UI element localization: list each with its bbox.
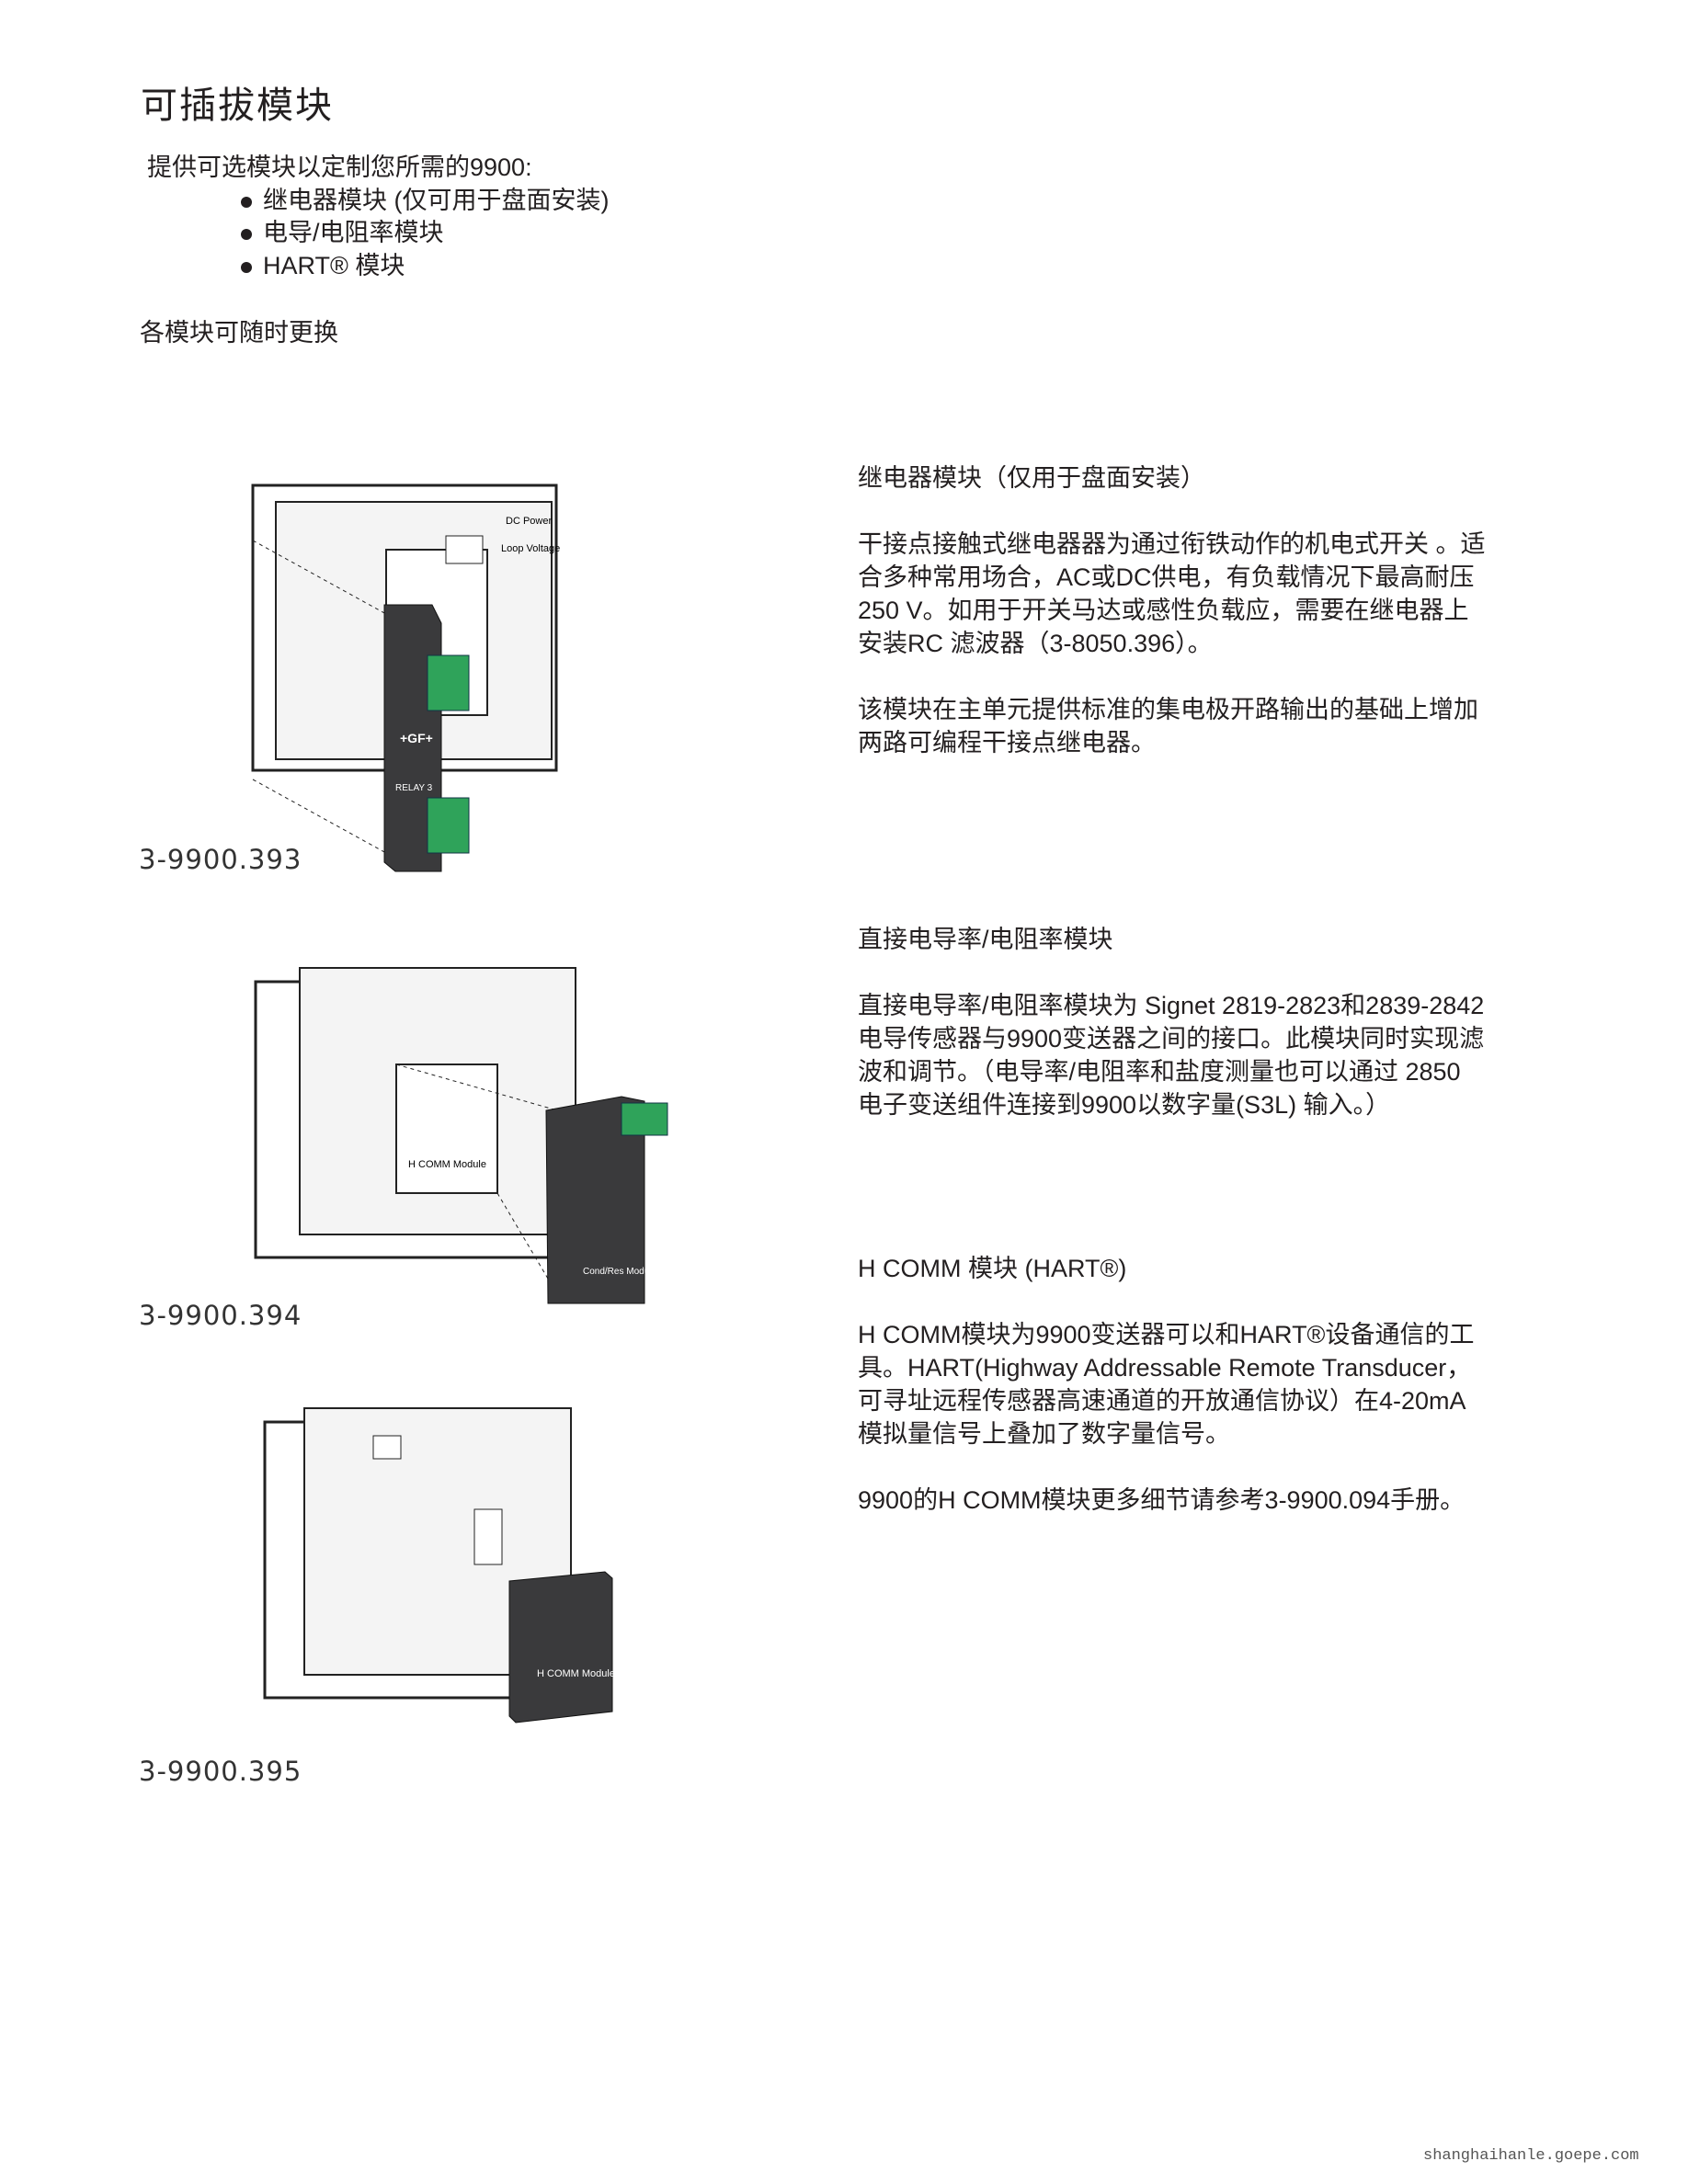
hcomm-module — [508, 1571, 613, 1723]
text-line: 模拟量信号上叠加了数字量信号。 — [858, 1420, 1230, 1448]
connector-green — [427, 797, 470, 854]
figure-caption: 3-9900.395 — [139, 1756, 302, 1787]
inner-module-label: H COMM Module — [408, 1159, 486, 1170]
cond-res-module — [545, 1096, 645, 1304]
section-heading: H COMM 模块 (HART®) — [858, 1255, 1127, 1282]
section-heading: 直接电导率/电阻率模块 — [858, 926, 1113, 953]
bullet-icon — [241, 196, 252, 208]
dashed-guides — [252, 540, 387, 854]
section-relay: 继电器模块（仅用于盘面安装） 干接点接触式继电器器为通过衔铁动作的机电式开关 。… — [858, 461, 1593, 759]
terminal-block — [473, 1508, 503, 1565]
module-bay — [395, 1064, 498, 1194]
paragraph: 干接点接触式继电器器为通过衔铁动作的机电式开关 。适 合多种常用场合，AC或DC… — [858, 528, 1593, 660]
text-line: 两路可编程干接点继电器。 — [858, 729, 1156, 756]
page-title: 可插拔模块 — [141, 85, 334, 126]
section-hcomm: H COMM 模块 (HART®) H COMM模块为9900变送器可以和HAR… — [858, 1252, 1593, 1517]
bullet-item: 继电器模块 (仅可用于盘面安装) — [241, 180, 609, 216]
cond-res-module-label: Cond/Res Module — [583, 1267, 656, 1277]
paragraph: H COMM模块为9900变送器可以和HART®设备通信的工 具。HART(Hi… — [858, 1318, 1593, 1450]
text-line: 干接点接触式继电器器为通过衔铁动作的机电式开关 。适 — [858, 530, 1486, 558]
gf-logo-label: +GF+ — [400, 731, 433, 745]
text-line: 波和调节。（电导率/电阻率和盐度测量也可以通过 2850 — [858, 1058, 1461, 1086]
connector-green — [427, 654, 470, 711]
bullet-item: 电导/电阻率模块 — [241, 212, 444, 248]
bullet-text: HART® 模块 — [263, 252, 405, 279]
text-line: 9900的H COMM模块更多细节请参考3-9900.094手册。 — [858, 1486, 1466, 1514]
connector-green — [621, 1102, 668, 1136]
text-line: 直接电导率/电阻率模块为 Signet 2819-2823和2839-2842 — [858, 992, 1485, 1019]
bullet-icon — [241, 261, 252, 273]
bullet-text: 电导/电阻率模块 — [263, 219, 444, 246]
watermark: shanghaihanle.goepe.com — [1423, 2147, 1639, 2165]
text-line: 可寻址远程传感器高速通道的开放通信协议）在4-20mA — [858, 1387, 1466, 1415]
dashed-guides — [395, 1064, 558, 1295]
paragraph: 9900的H COMM模块更多细节请参考3-9900.094手册。 — [858, 1484, 1593, 1517]
bullet-icon — [241, 228, 252, 240]
hcomm-module-label: H COMM Module — [537, 1668, 615, 1679]
figure-caption: 3-9900.393 — [139, 844, 302, 875]
paragraph: 直接电导率/电阻率模块为 Signet 2819-2823和2839-2842 … — [858, 989, 1593, 1121]
terminal-block — [445, 535, 484, 564]
intro-text: 提供可选模块以定制您所需的9900: — [147, 154, 532, 181]
bullet-text: 继电器模块 (仅可用于盘面安装) — [263, 187, 610, 214]
paragraph: 该模块在主单元提供标准的集电极开路输出的基础上增加 两路可编程干接点继电器。 — [858, 693, 1593, 759]
bullet-item: HART® 模块 — [241, 245, 405, 281]
hcomm-module-illustration: H COMM Module — [263, 1407, 615, 1723]
relay-module-illustration: DC Power Loop Voltage +GF+ RELAY 3 — [251, 483, 560, 872]
section-cond-res: 直接电导率/电阻率模块 直接电导率/电阻率模块为 Signet 2819-282… — [858, 923, 1593, 1121]
text-line: 该模块在主单元提供标准的集电极开路输出的基础上增加 — [858, 696, 1478, 723]
text-line: 合多种常用场合，AC或DC供电，有负载情况下最高耐压 — [858, 563, 1475, 591]
text-line: H COMM模块为9900变送器可以和HART®设备通信的工 — [858, 1321, 1475, 1348]
subnote: 各模块可随时更换 — [140, 319, 338, 347]
relay-label: RELAY 3 — [395, 783, 433, 793]
text-line: 安装RC 滤波器（3-8050.396）。 — [858, 630, 1213, 657]
figure-caption: 3-9900.394 — [139, 1300, 302, 1331]
dc-power-label: DC Power — [506, 516, 552, 527]
text-line: 250 V。如用于开关马达或感性负载应，需要在继电器上 — [858, 597, 1469, 624]
text-line: 电子变送组件连接到9900以数字量(S3L) 输入。） — [858, 1091, 1391, 1119]
cond-res-module-illustration: H COMM Module Cond/Res Module — [254, 967, 668, 1304]
text-line: 具。HART(Highway Addressable Remote Transd… — [858, 1354, 1472, 1382]
loop-voltage-label: Loop Voltage — [501, 543, 560, 554]
terminal-block — [372, 1435, 402, 1460]
section-heading: 继电器模块（仅用于盘面安装） — [858, 464, 1205, 492]
text-line: 电导传感器与9900变送器之间的接口。此模块同时实现滤 — [858, 1025, 1485, 1052]
